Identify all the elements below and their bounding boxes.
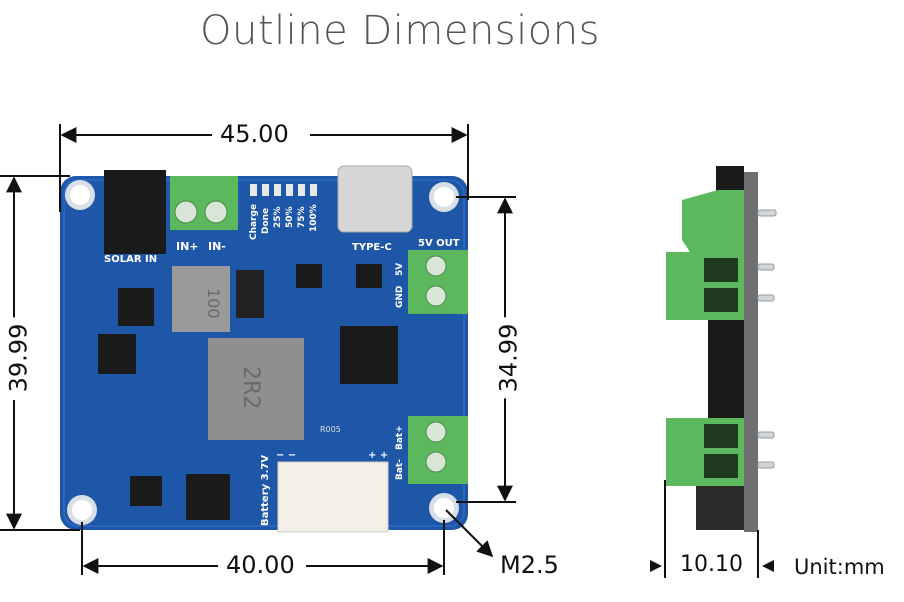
dim-label-40: 40.00 (220, 551, 301, 579)
mosfet-2 (356, 264, 382, 288)
dim-label-45: 45.00 (214, 120, 295, 148)
diode (236, 270, 264, 318)
main-ic-qfn (340, 326, 398, 384)
led-label-100: 100% (309, 204, 319, 232)
label-minus-marks: − − (276, 450, 296, 461)
ic-bottom (186, 474, 230, 520)
inductor-small (172, 266, 230, 332)
ic-left-2 (98, 334, 136, 374)
led-labels: Charge Done 25% 50% 75% 100% (249, 204, 319, 240)
thickness-arrow-right (762, 560, 774, 572)
led-label-50: 50% (285, 206, 295, 228)
input-terminal-block (170, 176, 238, 230)
dimension-height-34 (456, 196, 516, 503)
inductor-large (208, 338, 304, 440)
mosfet-1 (296, 264, 322, 288)
solar-dc-jack (104, 170, 166, 254)
battery-jst-connector (277, 461, 389, 533)
mounting-hole-tr (429, 182, 459, 212)
inductor-large-marking: 2R2 (238, 366, 263, 409)
page-title: Outline Dimensions (200, 8, 600, 54)
ic-small-qfn (130, 476, 162, 506)
dimension-width-40 (81, 520, 445, 575)
dimension-width-45 (59, 124, 469, 212)
label-5v: 5V (395, 263, 405, 276)
label-bat-plus: Bat+ (395, 425, 405, 450)
output-terminal-block (408, 250, 468, 314)
board-side-view (666, 166, 777, 532)
battery-terminal-block (408, 416, 468, 484)
dim-label-thickness: 10.10 (680, 552, 743, 577)
dim-label-m25: M2.5 (500, 551, 559, 579)
mounting-hole-tl (65, 180, 95, 210)
label-gnd: GND (395, 286, 405, 308)
dimension-thickness (664, 480, 759, 578)
dimension-height-39 (0, 175, 80, 531)
dim-label-39: 39.99 (4, 317, 33, 399)
unit-label: Unit:mm (794, 555, 885, 579)
led-label-75: 75% (297, 206, 307, 228)
led-label-charge: Charge (249, 204, 259, 240)
resistor-r005: R005 (320, 425, 341, 434)
side-terminal-top (682, 190, 744, 252)
inductor-small-marking: 100 (204, 288, 223, 319)
label-in-minus: IN- (208, 240, 226, 253)
label-battery: Battery 3.7V (260, 455, 271, 526)
label-plus-marks: + + (368, 450, 388, 461)
led-label-25: 25% (273, 206, 283, 228)
mounting-hole-bl (67, 495, 97, 525)
led-label-done: Done (261, 208, 271, 234)
ic-left-1 (118, 288, 154, 326)
label-solar-in: SOLAR IN (104, 254, 157, 265)
hole-leader-line (445, 509, 494, 558)
label-bat-minus: Bat- (395, 459, 405, 480)
side-pcb-edge (744, 172, 758, 532)
usb-type-c-connector (337, 165, 413, 233)
status-leds (250, 184, 317, 196)
label-5v-out: 5V OUT (418, 238, 460, 249)
thickness-arrow-left (650, 560, 662, 572)
label-type-c: TYPE-C (352, 242, 392, 253)
label-in-plus: IN+ (176, 240, 199, 253)
dim-label-34: 34.99 (494, 317, 523, 399)
